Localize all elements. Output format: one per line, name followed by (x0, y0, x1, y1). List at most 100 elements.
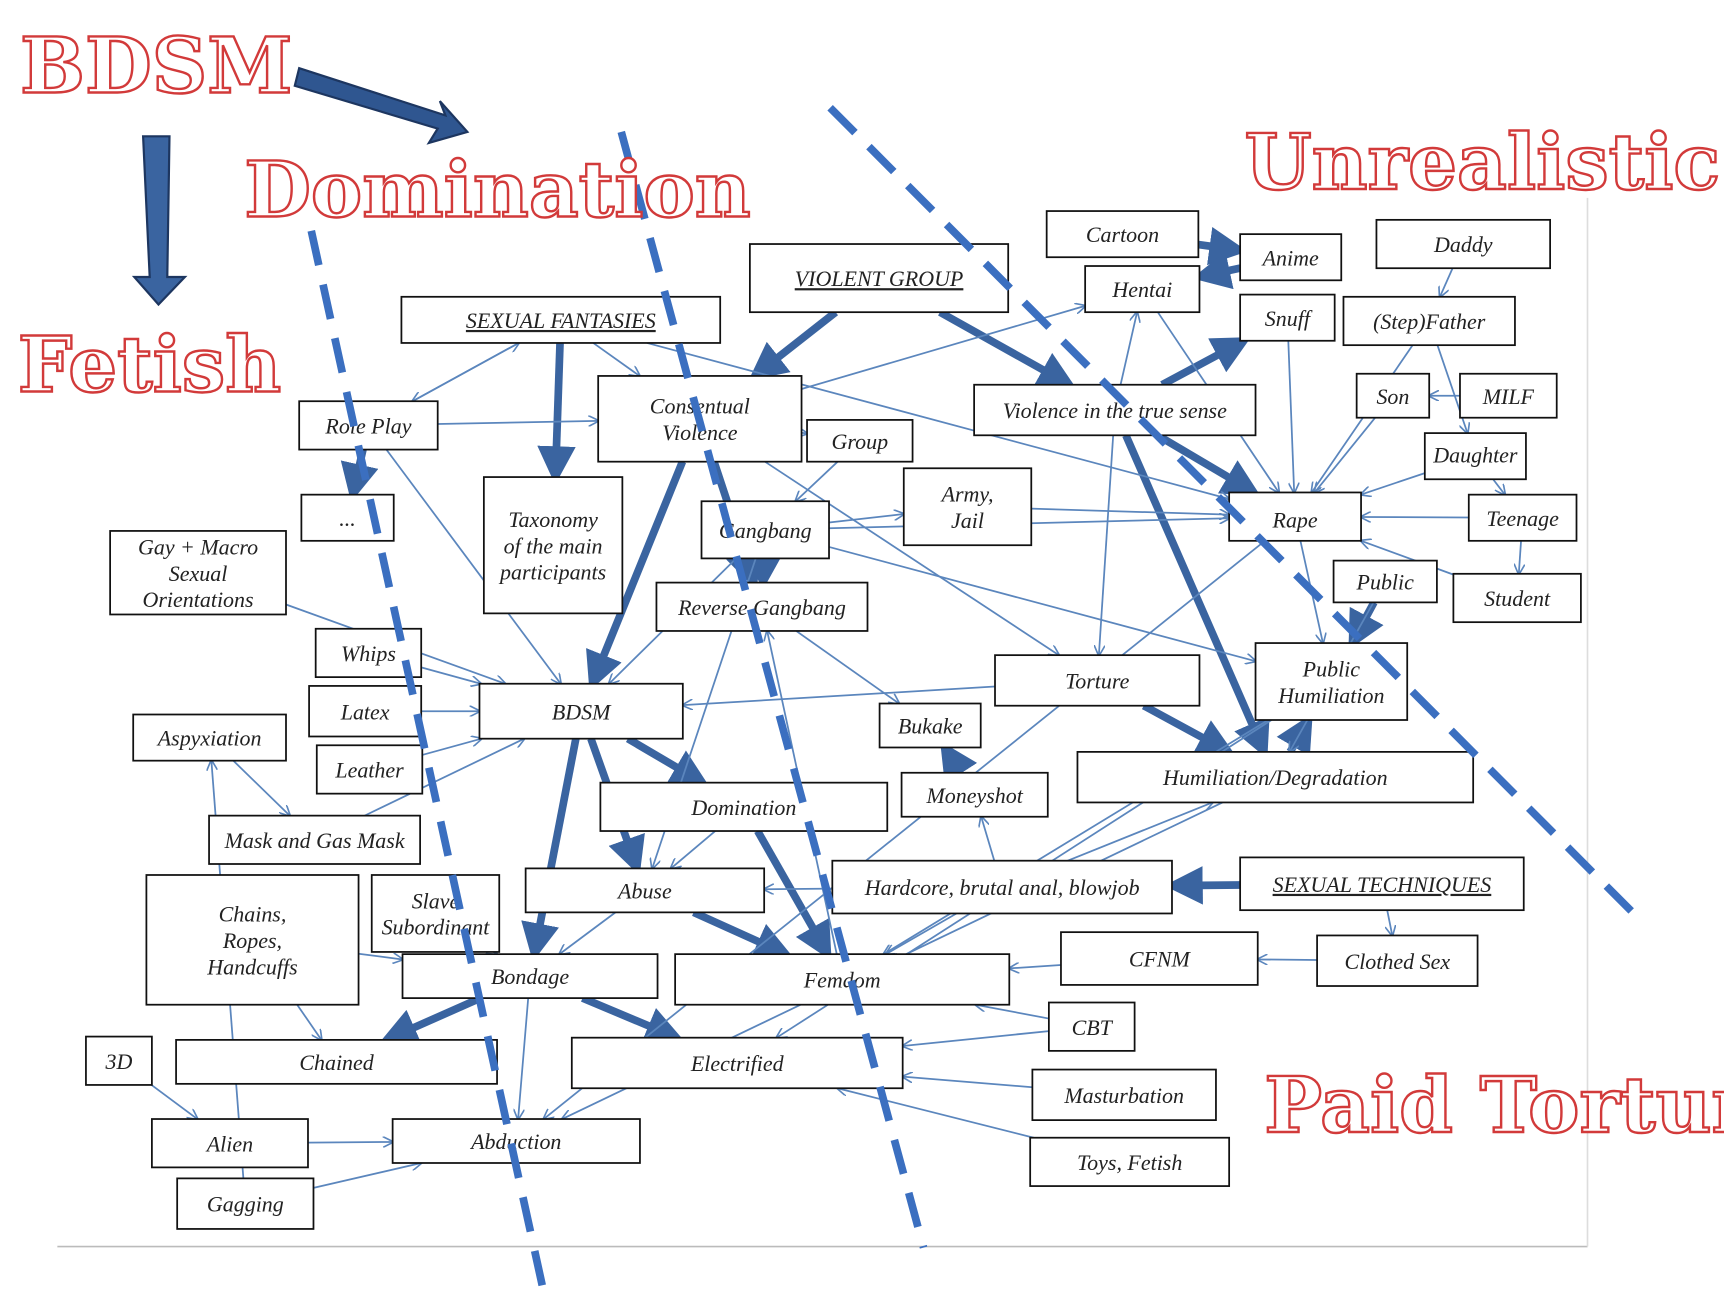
node-label: SEXUAL TECHNIQUES (1273, 872, 1492, 897)
node-label: Bukake (898, 714, 963, 739)
node-box (151, 1118, 309, 1169)
node-three-d[interactable]: 3D (85, 1035, 153, 1086)
node-box (1031, 1068, 1217, 1122)
edge-sexual_fantasies-to-rape (646, 342, 1229, 499)
node-gangbang[interactable]: Gangbang (700, 500, 830, 560)
node-anime[interactable]: Anime (1239, 233, 1343, 282)
node-chained[interactable]: Chained (175, 1038, 498, 1085)
node-torture[interactable]: Torture (994, 654, 1201, 707)
node-mask[interactable]: Mask and Gas Mask (208, 814, 421, 865)
dashed-separators (307, 105, 1647, 1296)
node-cfnm[interactable]: CFNM (1060, 931, 1259, 986)
edge-cbt-to-electrified (903, 1030, 1049, 1046)
node-daughter[interactable]: Daughter (1423, 432, 1527, 481)
node-reverse-gangbang[interactable]: Reverse Gangbang (655, 581, 869, 632)
node-sexual-techniques[interactable]: SEXUAL TECHNIQUES (1239, 856, 1525, 912)
node-label: Snuff (1265, 306, 1313, 331)
node-son[interactable]: Son (1355, 372, 1431, 419)
edge-teenage-to-rape (1361, 517, 1469, 518)
node-bondage[interactable]: Bondage (401, 953, 659, 999)
node-cbt[interactable]: CBT (1047, 1001, 1136, 1052)
node-box (1459, 372, 1558, 419)
edge-domination-to-femdom (754, 829, 832, 961)
node-box (900, 771, 1049, 818)
edge-clothed_sex-to-cfnm (1258, 959, 1318, 960)
node-violence-true[interactable]: Violence in the true sense (973, 383, 1257, 437)
node-clothed-sex[interactable]: Clothed Sex (1316, 934, 1479, 987)
node-cartoon[interactable]: Cartoon (1045, 210, 1200, 259)
node-aspyxiation[interactable]: Aspyxiation (132, 713, 287, 762)
edge-bondage-to-electrified (581, 994, 685, 1044)
overlay-fetish: Fetish (18, 320, 281, 410)
node-box (1047, 1001, 1136, 1052)
node-bdsm[interactable]: BDSM (478, 682, 684, 740)
node-label: ... (339, 506, 355, 531)
node-box (570, 1036, 904, 1090)
node-label: Aspyxiation (156, 726, 262, 751)
node-abuse[interactable]: Abuse (524, 867, 766, 914)
node-ellipsis[interactable]: ... (300, 493, 395, 542)
node-army-jail[interactable]: Army,Jail (902, 467, 1033, 547)
node-public[interactable]: Public (1332, 559, 1438, 604)
node-box (1254, 642, 1409, 721)
node-student[interactable]: Student (1452, 572, 1582, 624)
node-chains[interactable]: Chains,Ropes,Handcuffs (145, 874, 360, 1006)
node-leather[interactable]: Leather (315, 744, 424, 795)
node-electrified[interactable]: Electrified (570, 1036, 904, 1090)
node-box (482, 476, 624, 615)
dashed-line-fetish-domination (307, 230, 549, 1296)
node-bukake[interactable]: Bukake (878, 702, 982, 749)
node-femdom[interactable]: Femdom (674, 953, 1011, 1006)
edge-gangbang-to-public_humiliation (828, 546, 1256, 661)
node-stepfather[interactable]: (Step)Father (1342, 295, 1516, 347)
node-humiliation[interactable]: Humiliation/Degradation (1076, 750, 1475, 804)
node-group[interactable]: Group (806, 419, 914, 463)
node-hentai[interactable]: Hentai (1084, 265, 1201, 314)
overlay-labels: BDSM Domination Fetish Unrealistic Paid … (17, 20, 1724, 1152)
arrow-bdsm-to-fetish (131, 135, 188, 307)
node-label: CFNM (1129, 947, 1192, 972)
edge-role_play-to-bdsm (385, 449, 560, 684)
node-alien[interactable]: Alien (151, 1118, 309, 1169)
node-role-play[interactable]: Role Play (298, 400, 439, 451)
node-hardcore[interactable]: Hardcore, brutal anal, blowjob (831, 859, 1173, 915)
node-teenage[interactable]: Teenage (1467, 493, 1578, 542)
node-daddy[interactable]: Daddy (1375, 218, 1552, 270)
edge-role_play-to-sexual_fantasies (412, 343, 519, 402)
node-latex[interactable]: Latex (308, 685, 423, 738)
node-milf[interactable]: MILF (1459, 372, 1558, 419)
node-toys[interactable]: Toys, Fetish (1029, 1136, 1231, 1187)
node-snuff[interactable]: Snuff (1239, 293, 1336, 342)
edge-torture-to-bdsm (683, 685, 996, 706)
edge-son-to-rape (1315, 417, 1376, 493)
node-label: Bondage (491, 964, 569, 989)
node-masturbation[interactable]: Masturbation (1031, 1068, 1217, 1122)
node-violent-group[interactable]: VIOLENT GROUP (748, 243, 1010, 314)
edge-domination-to-abuse (671, 830, 716, 868)
node-box (175, 1038, 498, 1085)
node-label: MILF (1482, 384, 1535, 409)
edge-army_jail-to-rape (1031, 507, 1229, 515)
node-rape[interactable]: Rape (1228, 491, 1362, 542)
node-label: CBT (1072, 1015, 1114, 1040)
edge-sexual_techniques-to-hardcore (1164, 866, 1241, 905)
node-moneyshot[interactable]: Moneyshot (900, 771, 1049, 818)
node-domination[interactable]: Domination (599, 781, 889, 832)
arrow-bdsm-to-domination (293, 66, 470, 145)
node-box (878, 702, 982, 749)
node-box (1332, 559, 1438, 604)
edge-consensual_violence-to-group (802, 433, 807, 434)
edge-alien-to-abduction (307, 1142, 393, 1143)
node-label: VIOLENT GROUP (795, 266, 964, 291)
node-label: Femdom (803, 967, 881, 992)
edge-chains-to-bondage (358, 954, 403, 960)
edge-anime-to-hentai (1191, 251, 1241, 290)
node-sexual-fantasies[interactable]: SEXUAL FANTASIES (400, 295, 722, 344)
node-gagging[interactable]: Gagging (176, 1177, 315, 1230)
